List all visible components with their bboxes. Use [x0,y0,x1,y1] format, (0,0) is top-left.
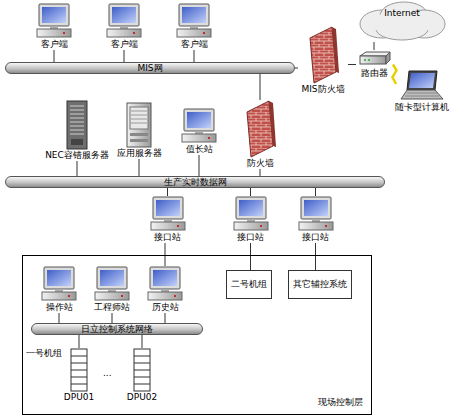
network-link [295,68,298,69]
network-link [139,159,140,176]
node-label: 随卡型计算机 [394,102,450,113]
node-label: 客户端 [30,39,78,50]
network-link [315,243,316,270]
internet-cloud: Internet [356,0,448,42]
laptop-icon [399,70,445,102]
dpu-cabinet: DPU02 [126,348,158,403]
node-label: 其它辅控系统 [293,279,347,290]
cabinet-icon [70,348,88,392]
network-link [315,188,316,196]
server: NEC容错服务器 [44,100,110,161]
node-label: 历史站 [145,302,185,313]
network-link [165,313,166,323]
network-link [374,42,375,50]
network-link [194,50,195,62]
network-link [142,335,143,348]
firewall: MIS防火墙 [298,26,348,95]
pc-icon [174,3,214,39]
network-link [167,188,168,196]
network-link [250,188,251,196]
node-label: 客户端 [100,39,148,50]
node-label: 应用服务器 [114,148,164,159]
history-station: 历史站 [145,266,185,313]
node-label: DPU01 [63,392,95,403]
network-link [79,335,80,348]
duty-station: 值长站 [176,108,222,155]
node-label: 工程师站 [89,302,135,313]
pc-icon [179,108,219,144]
unit-box: 二号机组 [226,270,272,299]
network-bus: MIS网 [5,62,295,74]
wall-icon [243,100,277,158]
laptop: 随卡型计算机 [394,70,450,113]
cabinet-icon [133,348,151,392]
router: 路由器 [356,50,392,79]
server: 应用服务器 [114,102,164,159]
subsystem-box: 其它辅控系统 [288,270,352,299]
tower-icon [125,102,153,148]
node-label: 防火墙 [240,158,280,169]
pc-icon [39,266,79,302]
network-link [54,50,55,62]
control-region: 现场控制层 操作站工程师站历史站 二号机组 其它辅控系统日立控制系统网络 DPU01 DP… [22,255,372,415]
ellipsis: ... [103,368,112,379]
network-link [250,243,251,270]
node-label: 操作站 [38,302,80,313]
node-label: DPU02 [126,392,158,403]
operator-station: 操作站 [38,266,80,313]
node-label: MIS防火墙 [298,84,348,95]
engineer-station: 工程师站 [89,266,135,313]
network-bus: 日立控制系统网络 [31,323,203,335]
client-computer: 客户端 [100,3,148,50]
network-link [77,161,78,176]
network-link [348,64,356,65]
network-link [199,155,200,176]
pc-icon [34,3,74,39]
client-computer: 客户端 [170,3,218,50]
node-label: 值长站 [176,144,222,155]
pc-icon [148,196,188,232]
pc-icon [296,196,336,232]
network-link [59,313,60,323]
region-label: 现场控制层 [318,397,363,408]
network-bus: 生产实时数据网 [5,176,385,188]
node-label: NEC容错服务器 [44,150,110,161]
interface-station: 接口站 [293,196,338,243]
node-label: 生产实时数据网 [6,177,384,187]
unit-label: 一号机组 [26,348,62,359]
node-label: 接口站 [228,232,273,243]
pc-icon [145,266,185,302]
rack-icon [65,100,89,150]
interface-station: 接口站 [228,196,273,243]
node-label: 路由器 [356,68,392,79]
wall-icon [306,26,340,84]
firewall: 防火墙 [240,100,280,169]
pc-icon [92,266,132,302]
client-computer: 客户端 [30,3,78,50]
network-link [260,74,261,100]
node-label: 接口站 [293,232,338,243]
wireless-link [393,65,397,85]
network-link [124,50,125,62]
router-icon [356,50,392,68]
node-label: 接口站 [145,232,190,243]
node-label: Internet [356,8,448,19]
pc-icon [104,3,144,39]
network-link [260,169,261,176]
node-label: MIS网 [6,63,294,73]
pc-icon [231,196,271,232]
cloud-icon [356,0,448,42]
node-label: 日立控制系统网络 [32,324,202,334]
node-label: 客户端 [170,39,218,50]
node-label: 二号机组 [231,279,267,290]
interface-station: 接口站 [145,196,190,243]
network-link [112,313,113,323]
dpu-cabinet: DPU01 [63,348,95,403]
